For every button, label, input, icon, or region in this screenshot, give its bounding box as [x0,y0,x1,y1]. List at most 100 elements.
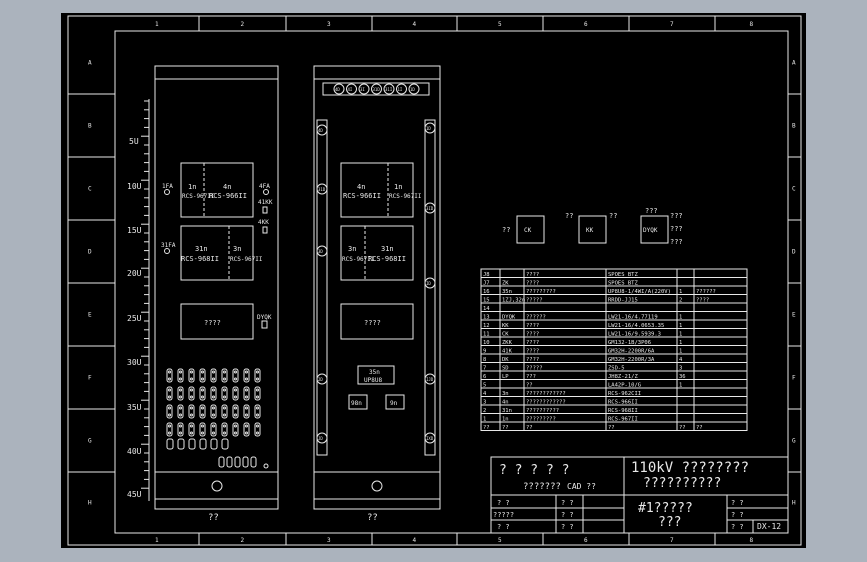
row-label-left: H [88,500,92,507]
col-label-top: 8 [750,21,754,28]
left-cabinet: 5U 10U 15U 20U 25U 30U 35U 40U 45U 1n RC… [127,65,279,523]
terminal-circle [346,83,357,95]
svg-text:???: ??? [670,238,683,246]
row-label-left: E [88,312,92,319]
row-label-right: E [792,312,796,319]
svg-text:? ?: ? ? [561,523,574,531]
svg-text:14: 14 [483,306,490,312]
terminal-circle [424,122,436,134]
svg-text:?????????: ????????? [526,417,556,423]
terminal-circle [358,83,370,95]
right-device-3n-31n [340,225,414,281]
svg-text:2D: 2D [318,377,323,382]
terminal-circle [316,124,328,136]
svg-text:4: 4 [483,391,487,397]
title-block: ? ? ? ? ? ??????? CAD ?? 110kV ???????? … [490,456,789,534]
svg-text:RCS-967II: RCS-967II [182,193,215,200]
svg-text:???: ??? [670,212,683,220]
svg-text:1n: 1n [394,183,402,191]
svg-text:LA42P-10/G: LA42P-10/G [608,383,641,389]
col-label-bottom: 6 [584,537,588,544]
svg-text:15: 15 [483,298,490,304]
svg-text:? ?: ? ? [561,511,574,519]
svg-text:?????: ????? [493,511,514,519]
svg-text:ID: ID [426,281,431,286]
svg-text:4I: 4I [348,87,353,92]
svg-text:??????: ?????? [696,289,716,295]
svg-text:?????: ????? [526,298,543,304]
svg-text:31n: 31n [381,245,394,253]
terminal-circle [316,245,328,257]
svg-text:4: 4 [679,357,683,363]
svg-text:10: 10 [483,340,490,346]
svg-text:36: 36 [679,374,686,380]
scale-15u: 15U [127,226,142,235]
svg-text:31n: 31n [195,245,208,253]
col-label-bottom: 1 [155,537,159,544]
svg-text:13: 13 [483,315,490,321]
row-label-right: G [792,438,796,445]
svg-text:1: 1 [679,332,682,338]
svg-text:????: ???? [204,319,221,327]
right-device-4n-1n [340,162,414,218]
svg-text:SPOES_BTZ: SPOES_BTZ [608,281,638,287]
scale-30u: 30U [127,358,142,367]
svg-text:31I: 31I [385,87,393,92]
row-label-left: F [88,375,92,382]
svg-text:ZKK: ZKK [502,340,513,346]
svg-text:RCS-967II: RCS-967II [230,256,263,263]
row-label-right: D [792,249,796,256]
svg-text:1: 1 [679,349,682,355]
svg-text:3n: 3n [348,245,356,253]
col-label-bottom: 4 [413,537,417,544]
svg-text:IXD: IXD [426,436,434,441]
svg-text:??: ?? [565,212,573,220]
svg-text:? ?: ? ? [497,523,510,531]
svg-text:????: ???? [526,272,539,278]
svg-text:4n: 4n [357,183,365,191]
svg-text:ZK: ZK [502,281,509,287]
svg-text:JH8Z-21/Z: JH8Z-21/Z [608,374,638,380]
svg-text:1n: 1n [188,183,196,191]
scale-45u: 45U [127,490,142,499]
svg-text:????: ???? [696,298,709,304]
terminal-circle [424,432,436,444]
svg-text:CK: CK [524,227,532,234]
svg-text:1: 1 [679,323,682,329]
terminal-circle [371,83,382,95]
svg-text:LW21-16/9.5939.3: LW21-16/9.5939.3 [608,332,661,338]
label-4kk: 4KK [258,219,269,226]
svg-text:4n: 4n [502,400,509,406]
svg-text:??: ?? [483,425,490,431]
svg-text:1ZJ,32n: 1ZJ,32n [502,298,525,304]
row-label-right: C [792,186,796,193]
svg-text:????: ???? [526,281,539,287]
svg-text:? ?: ? ? [731,499,744,507]
svg-text:??: ?? [502,226,510,234]
svg-text:??: ?? [696,425,703,431]
svg-text:RCS-966II: RCS-966II [343,192,381,200]
inner-frame [114,30,789,534]
svg-text:GM32H-2200R/6A: GM32H-2200R/6A [608,349,655,355]
svg-text:??: ?? [609,212,617,220]
bom-row: ???????????? [483,425,703,431]
col-label-top: 2 [241,21,245,28]
svg-text:RCS-967II: RCS-967II [342,256,375,263]
row-label-left: B [88,123,92,130]
bom-row: 14 [483,306,490,312]
svg-text:1: 1 [679,315,682,321]
svg-text:1: 1 [483,417,486,423]
label-41kk: 41KK [258,199,273,206]
svg-text:31n: 31n [502,408,512,414]
